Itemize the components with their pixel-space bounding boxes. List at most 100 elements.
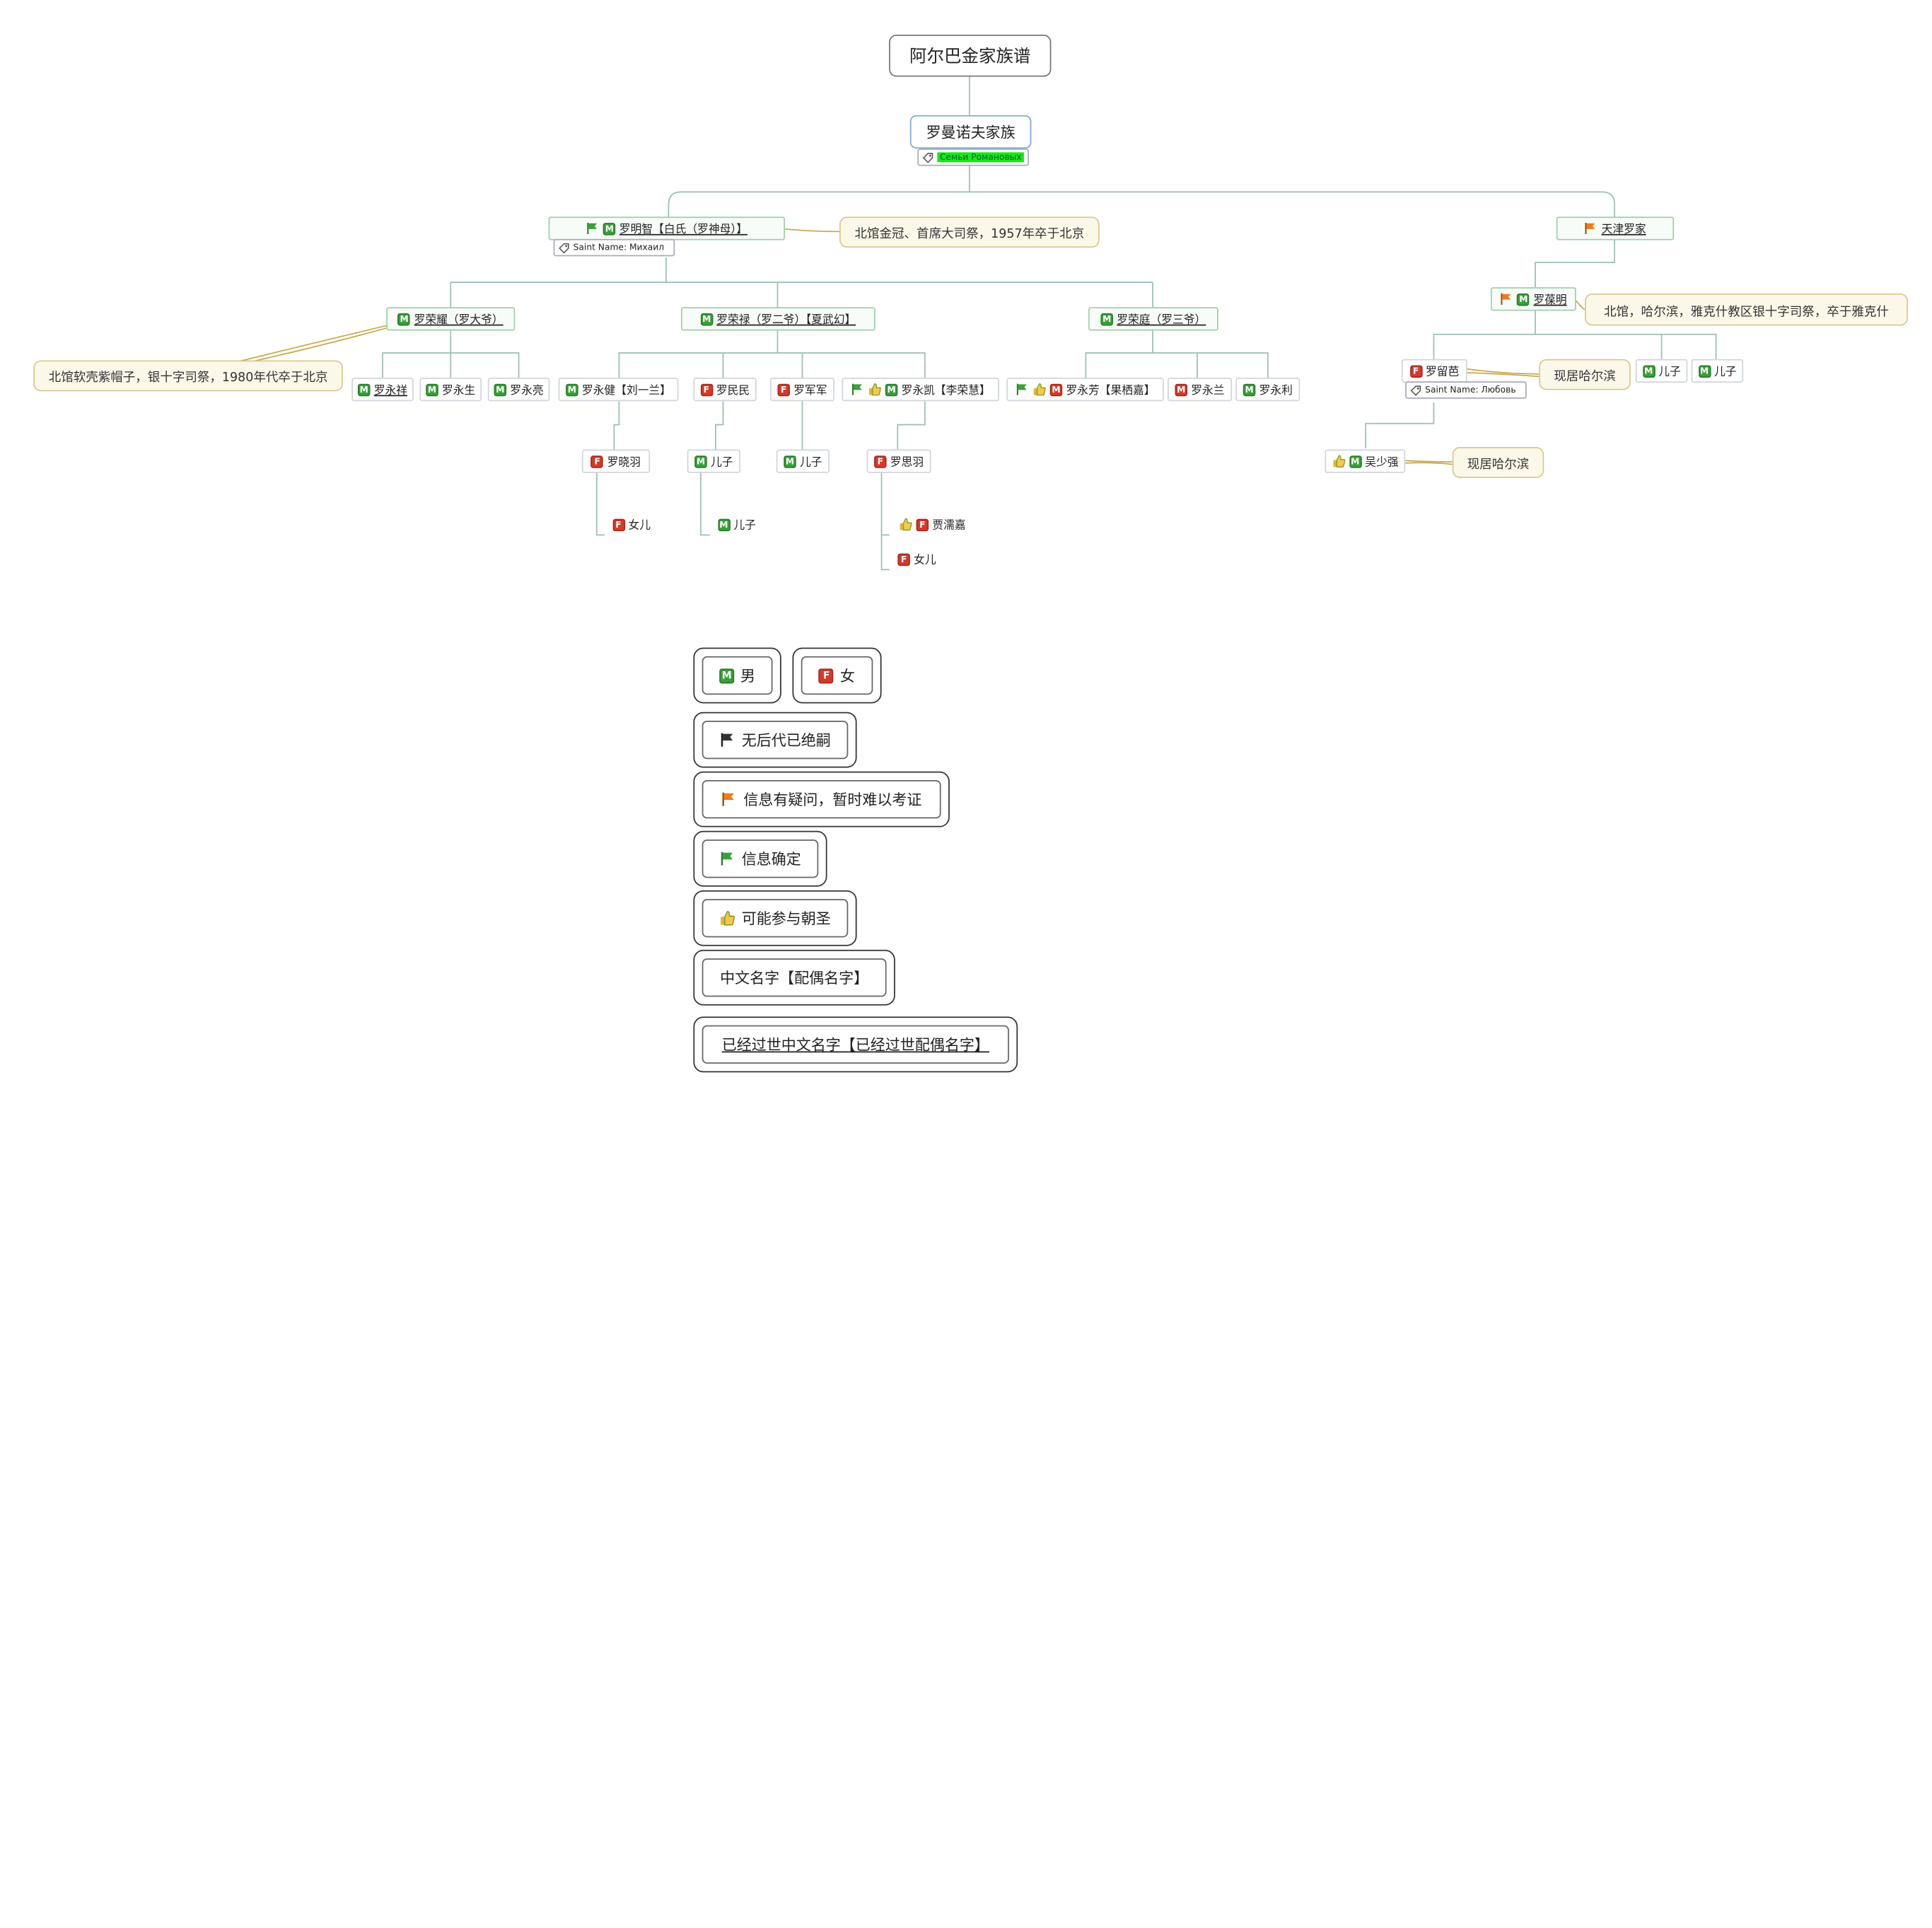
female-icon: F (1409, 364, 1422, 378)
lao-da-note[interactable]: 北馆软壳紫帽子，银十字司祭，1980年代卒于北京 (33, 360, 343, 392)
daughter-node[interactable]: F 女儿 (889, 547, 945, 571)
lao-er-node[interactable]: M 罗荣禄（罗二爷）【夏武幻】 (680, 307, 875, 331)
thumbs-up-icon (1033, 383, 1046, 396)
tag-icon (1410, 385, 1421, 395)
male-icon: M (1642, 364, 1655, 378)
romanov-family-label: 罗曼诺夫家族 (926, 124, 1016, 141)
liuyi-note[interactable]: 现居哈尔滨 (1539, 359, 1631, 390)
yongli-label: 罗永利 (1259, 385, 1293, 398)
liuyi-note-text: 现居哈尔滨 (1554, 370, 1616, 384)
female-icon: F (777, 383, 791, 396)
son-label: 儿子 (710, 457, 733, 470)
yongkai-label: 罗永凯【李荣慧】 (901, 385, 991, 398)
root-label: 阿尔巴金家族谱 (909, 47, 1031, 67)
romanov-family-topic[interactable]: 罗曼诺夫家族 (909, 115, 1032, 149)
patriarch-saint-text: Saint Name: Михаил (573, 243, 665, 253)
female-icon: M (1049, 383, 1063, 396)
flag-green-icon (851, 383, 862, 395)
legend-dead-label: 已经过世中文名字【已经过世配偶名字】 (721, 1036, 989, 1054)
flag-orange-icon (1585, 222, 1596, 235)
yongjian-label: 罗永健【刘一兰】 (581, 385, 671, 398)
child-label: 罗永祥 (373, 385, 408, 398)
legend-dead-name: 已经过世中文名字【已经过世配偶名字】 (693, 1016, 1018, 1073)
baoming-label: 罗葆明 (1533, 294, 1567, 308)
yongfang-node[interactable]: M 罗永芳【果栖嘉】 (1006, 377, 1164, 402)
legend-living-name: 中文名字【配偶名字】 (693, 949, 895, 1006)
child-label: 罗永亮 (510, 385, 544, 398)
flag-green-icon (1016, 383, 1027, 395)
female-icon: F (916, 518, 929, 531)
female-icon: F (874, 455, 887, 468)
male-icon: M (717, 518, 731, 531)
male-icon: M (784, 455, 796, 468)
legend-extinct-label: 无后代已绝嗣 (741, 731, 831, 750)
female-icon: M (1175, 383, 1188, 396)
daughter-label: 女儿 (628, 520, 651, 533)
root-topic[interactable]: 阿尔巴金家族谱 (889, 35, 1052, 77)
daughter-label: 女儿 (914, 554, 936, 567)
wu-label: 吴少强 (1365, 457, 1399, 470)
legend-pilgrim-label: 可能参与朝圣 (741, 910, 831, 928)
female-icon: F (590, 455, 604, 468)
patriarch-saint-tag: Saint Name: Михаил (553, 238, 675, 257)
liuyi-saint-tag: Saint Name: Любовь (1405, 381, 1527, 399)
male-icon: M (1100, 313, 1113, 325)
thumbs-up-icon (721, 910, 735, 926)
legend-male-label: 男 (740, 667, 755, 685)
romanov-tag: Семьи Романовых (917, 149, 1030, 166)
jia-node[interactable]: F 贾濡嘉 (889, 512, 976, 537)
female-icon: F (897, 552, 910, 566)
male-icon: M (426, 383, 438, 396)
lao-da-node[interactable]: M 罗荣耀（罗大爷） (386, 307, 516, 331)
lao-da-note-text: 北馆软壳紫帽子，银十字司祭，1980年代卒于北京 (48, 371, 328, 385)
legend-confirmed-label: 信息确定 (741, 850, 801, 869)
tag-icon (559, 243, 569, 253)
male-icon: M (1517, 293, 1530, 306)
thumbs-up-icon (868, 383, 881, 396)
son-label: 儿子 (1713, 366, 1737, 379)
female-icon: F (612, 518, 625, 531)
baoming-note[interactable]: 北馆，哈尔滨，雅克什教区银十字司祭，卒于雅克什 (1585, 293, 1908, 326)
legend-doubtful-label: 信息有疑问，暂时难以考证 (743, 791, 922, 809)
junjun-label: 罗军军 (793, 385, 827, 398)
patriarch-node[interactable]: M 罗明智【白氏（罗神母）】 (548, 216, 786, 240)
wu-note[interactable]: 现居哈尔滨 (1452, 447, 1544, 478)
xiaoyu-label: 罗晓羽 (607, 457, 641, 470)
male-icon: M (700, 313, 713, 325)
wu-node[interactable]: M 吴少强 (1325, 449, 1406, 473)
legend-female-label: 女 (839, 667, 855, 685)
son-label: 儿子 (733, 520, 756, 533)
tianjin-node[interactable]: 天津罗家 (1556, 216, 1675, 240)
male-icon: M (719, 668, 735, 683)
lao-san-node[interactable]: M 罗荣庭（罗三爷） (1088, 307, 1218, 331)
female-icon: F (819, 668, 834, 683)
patriarch-note-text: 北馆金冠、首席大司祭，1957年卒于北京 (854, 228, 1085, 242)
liuyi-saint-text: Saint Name: Любовь (1425, 385, 1516, 395)
baoming-node[interactable]: M 罗葆明 (1490, 287, 1576, 311)
male-icon: M (397, 313, 411, 325)
patriarch-note[interactable]: 北馆金冠、首席大司祭，1957年卒于北京 (839, 216, 1100, 248)
connector-lines (173, 76, 1717, 571)
lao-er-label: 罗荣禄（罗二爷）【夏武幻】 (716, 314, 856, 327)
yongkai-node[interactable]: M 罗永凯【李荣慧】 (842, 377, 999, 402)
